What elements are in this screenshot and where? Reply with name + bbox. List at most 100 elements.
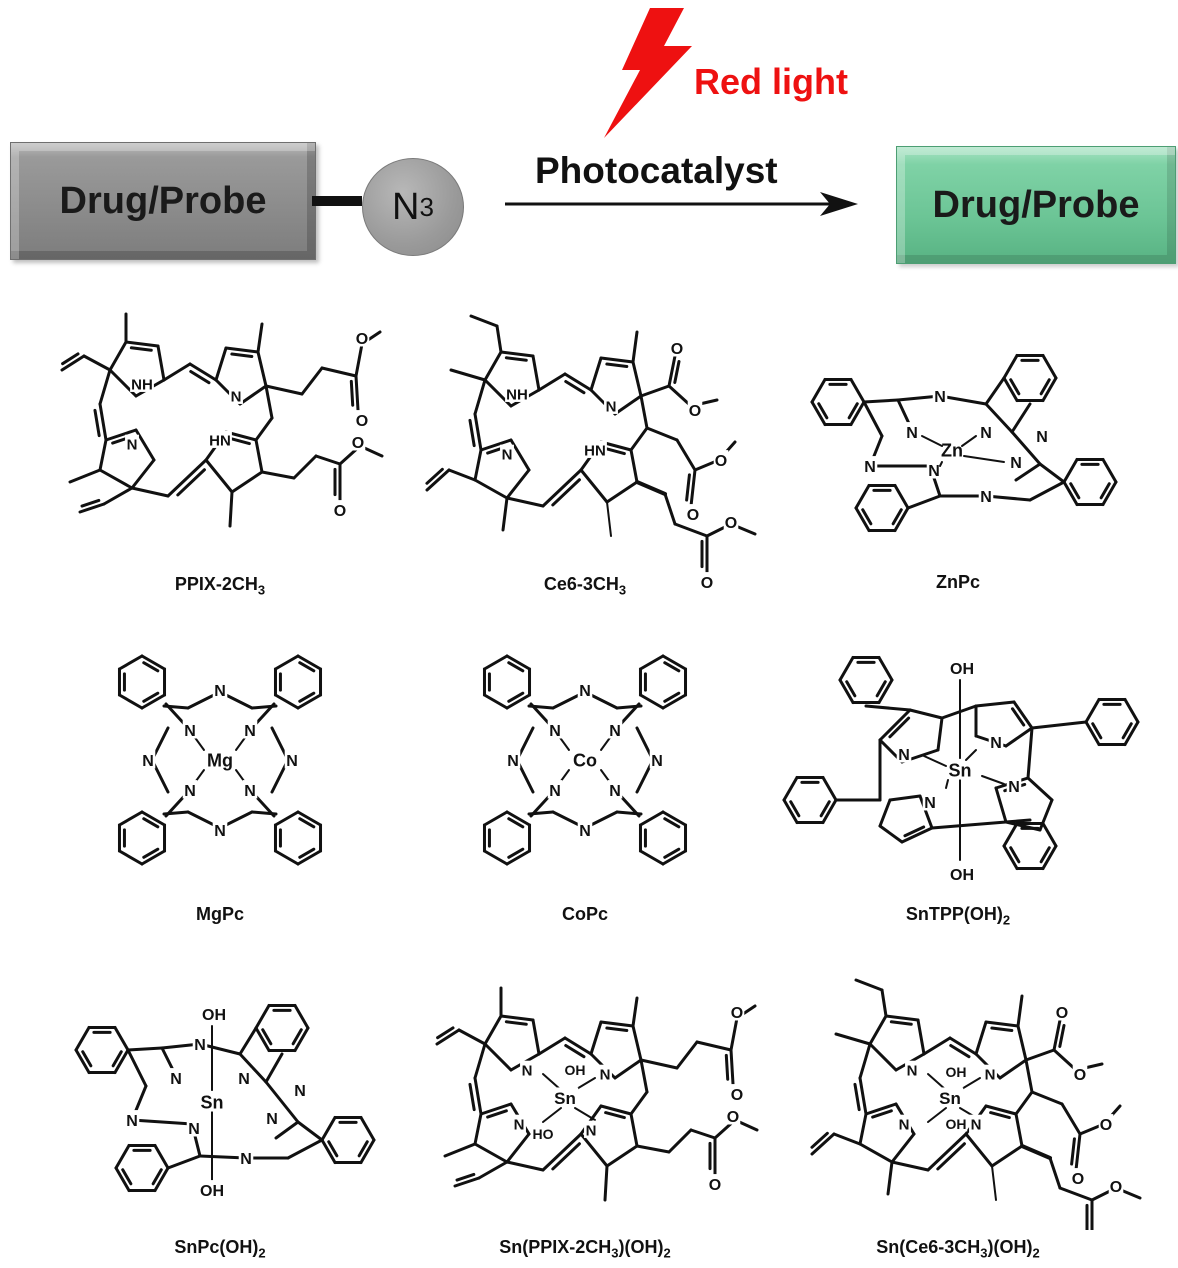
bond — [296, 849, 323, 866]
atom-label-bg — [729, 1002, 745, 1021]
atom-label-bg — [926, 460, 942, 479]
bond — [273, 654, 300, 671]
atom-label: N — [244, 723, 256, 740]
bond — [994, 786, 1008, 824]
bond — [675, 438, 697, 472]
atom-label-bg — [978, 422, 994, 441]
bond — [293, 1003, 310, 1030]
atom-label-bg — [949, 658, 975, 677]
bond — [453, 1176, 481, 1188]
bond — [1039, 378, 1051, 396]
bond — [817, 402, 829, 420]
bond — [166, 458, 208, 498]
bond — [849, 400, 866, 427]
bond — [563, 372, 593, 392]
bond — [505, 693, 532, 710]
bond — [821, 775, 838, 802]
bond — [1123, 720, 1140, 747]
bond — [482, 810, 509, 827]
bond — [117, 810, 144, 827]
bond — [531, 354, 541, 392]
reaction-scheme-graphics — [505, 8, 858, 216]
bond — [1002, 844, 1019, 871]
bond — [78, 502, 106, 514]
atom-label-bg — [669, 338, 685, 357]
bond — [482, 693, 509, 710]
bond — [274, 1120, 300, 1140]
bond — [98, 438, 108, 472]
bond — [504, 356, 528, 362]
atom-label: O — [334, 503, 346, 520]
bond — [1014, 1090, 1034, 1116]
atom-label-bg — [1006, 776, 1022, 795]
bond — [1014, 462, 1042, 482]
bond — [663, 847, 681, 859]
caption-sn-ce6: Sn(Ce6-3CH3)(OH)2 — [876, 1237, 1040, 1261]
bond — [507, 661, 525, 673]
bond — [204, 458, 234, 494]
atom-label: N — [924, 795, 936, 812]
bond — [638, 654, 665, 671]
bond — [296, 1120, 324, 1142]
bond — [832, 1132, 862, 1146]
caption-mgpc: MgPc — [195, 904, 244, 924]
bond — [113, 1048, 130, 1075]
azide-linker-bond — [312, 196, 362, 206]
atom-label: Sn — [948, 760, 971, 780]
atom-label: Mg — [207, 750, 233, 770]
bond — [214, 346, 228, 382]
bond — [357, 1140, 369, 1158]
bond — [542, 1073, 562, 1091]
atom-label: O — [687, 507, 699, 524]
atom-label: N — [231, 388, 242, 405]
bond — [320, 1115, 337, 1142]
bond — [504, 1020, 528, 1026]
bond — [264, 1052, 284, 1084]
bond — [230, 352, 254, 359]
bond — [1074, 1132, 1082, 1172]
bond — [473, 1112, 483, 1146]
bond — [564, 1044, 586, 1059]
bond — [854, 483, 871, 510]
atom-label-bg — [236, 1068, 252, 1087]
bond — [1010, 430, 1042, 466]
bond — [930, 820, 1008, 830]
bond — [1062, 457, 1079, 484]
atom-label: N — [127, 436, 138, 453]
caption-ce6: Ce6-3CH3 — [543, 574, 627, 598]
bond — [1060, 1102, 1082, 1136]
bond — [854, 978, 884, 992]
bond — [629, 1112, 639, 1148]
bond — [889, 1020, 913, 1026]
bond — [938, 394, 988, 406]
bond — [479, 1102, 513, 1116]
bond — [113, 1025, 130, 1052]
bond — [551, 478, 581, 507]
bond — [153, 1143, 170, 1170]
bond — [819, 800, 831, 818]
bond — [507, 691, 525, 703]
bond — [527, 810, 555, 816]
caption-copc: CoPc — [561, 904, 608, 924]
atom-label: N — [906, 425, 918, 442]
atom-label-bg — [905, 1060, 919, 1078]
bond — [893, 483, 910, 510]
atom-label-bg — [264, 1108, 280, 1127]
bond — [1014, 1112, 1024, 1148]
atom-label: OH — [950, 661, 974, 678]
bond — [473, 378, 487, 416]
bond — [599, 1020, 635, 1028]
bond — [435, 1028, 461, 1046]
bond — [1026, 726, 1034, 780]
atom-label: N — [238, 1071, 250, 1088]
atom-label-bg — [607, 780, 623, 799]
bond — [921, 435, 943, 447]
atom-label: N — [651, 753, 663, 770]
bond — [689, 468, 697, 508]
bond — [298, 691, 316, 703]
bond — [298, 817, 316, 829]
bond — [156, 344, 166, 382]
bond — [457, 1028, 487, 1046]
bond — [273, 693, 300, 710]
